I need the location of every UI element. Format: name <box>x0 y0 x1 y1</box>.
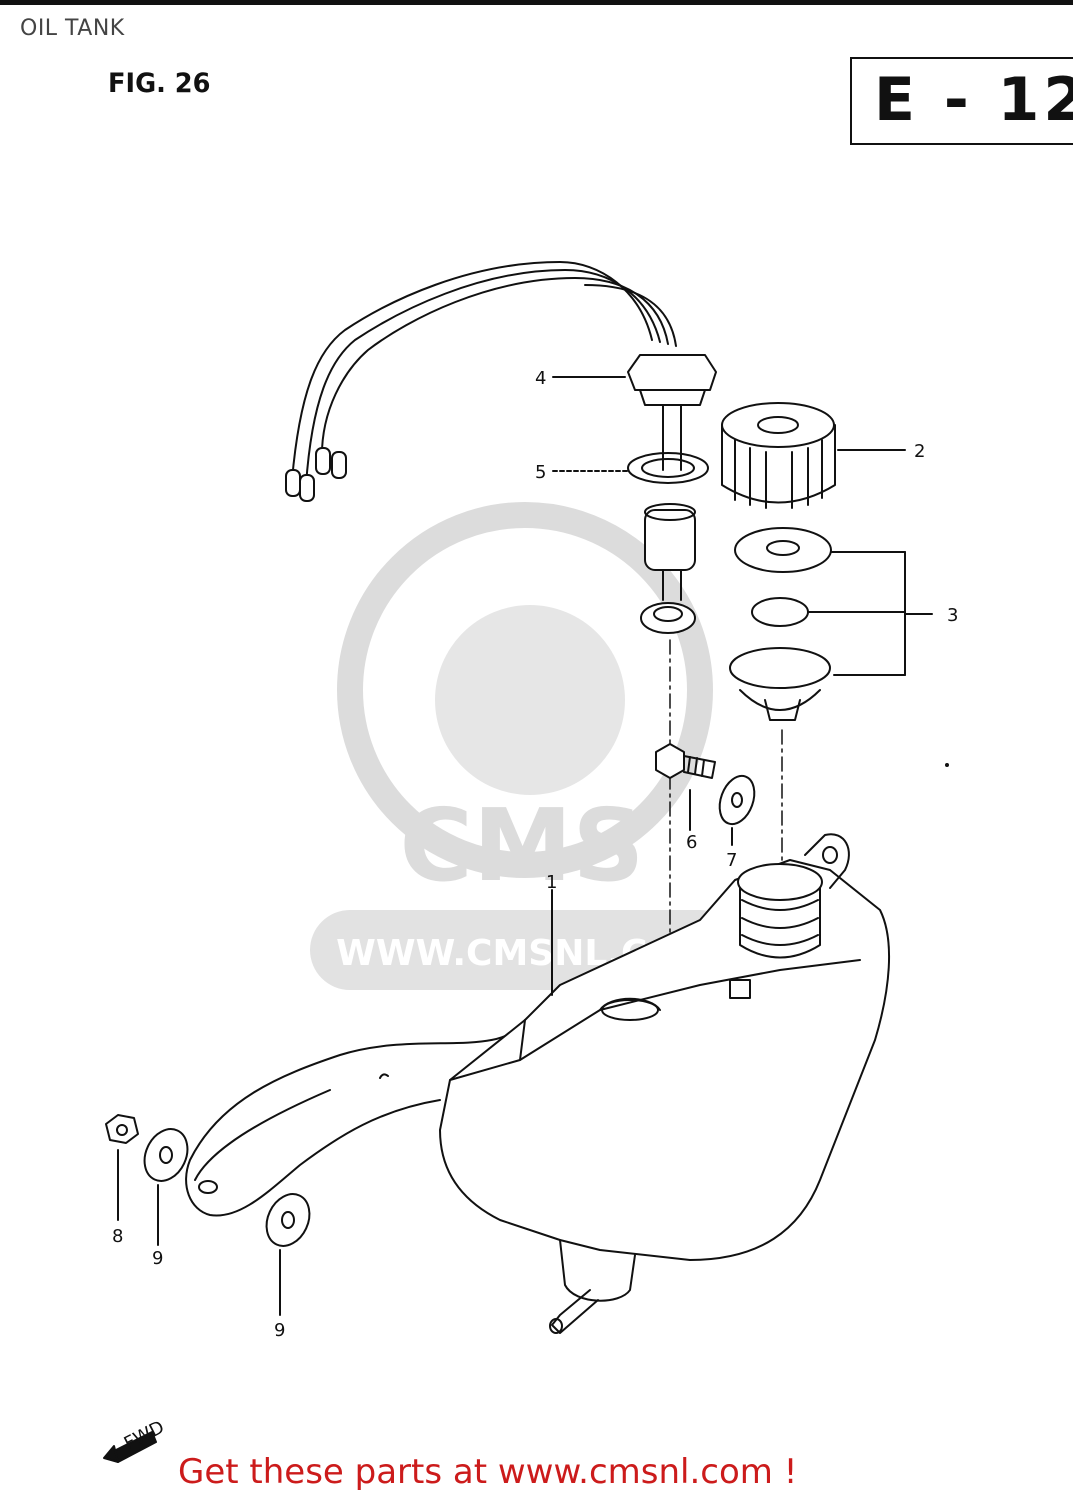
callout-5: 5 <box>535 462 546 483</box>
oil-tank-cap <box>721 402 836 509</box>
callout-8: 8 <box>112 1226 123 1247</box>
o-ring <box>627 452 709 484</box>
oil-level-switch <box>285 261 717 502</box>
callout-9-lower: 9 <box>274 1320 285 1341</box>
callout-6: 6 <box>686 832 697 853</box>
section-code-box: E - 12 <box>850 57 1073 145</box>
washer-upper <box>143 1128 189 1182</box>
callout-7: 7 <box>726 850 737 871</box>
oil-tank <box>185 833 891 1334</box>
callout-9-upper: 9 <box>152 1248 163 1269</box>
callout-4: 4 <box>535 368 546 389</box>
callout-1: 1 <box>546 872 557 893</box>
washer <box>718 774 756 826</box>
get-parts-link[interactable]: Get these parts at www.cmsnl.com ! <box>178 1452 798 1492</box>
dot-mark <box>945 763 949 767</box>
figure-label: FIG. 26 <box>108 68 211 99</box>
nut <box>105 1114 139 1144</box>
float <box>640 503 696 634</box>
watermark-ring <box>337 502 713 878</box>
page-title: OIL TANK <box>20 16 125 41</box>
cap-gasket-set <box>729 527 933 721</box>
top-border <box>0 0 1073 5</box>
cms-watermark: CMS WWW.CMSNL.COM <box>310 502 740 990</box>
callout-3: 3 <box>947 605 958 626</box>
watermark-logo: CMS <box>400 787 645 904</box>
callout-2: 2 <box>914 441 925 462</box>
bolt <box>655 743 716 779</box>
watermark-face <box>435 605 625 795</box>
washer-lower <box>265 1193 311 1247</box>
fwd-arrow <box>103 1431 157 1463</box>
section-code: E - 12 <box>874 65 1073 135</box>
